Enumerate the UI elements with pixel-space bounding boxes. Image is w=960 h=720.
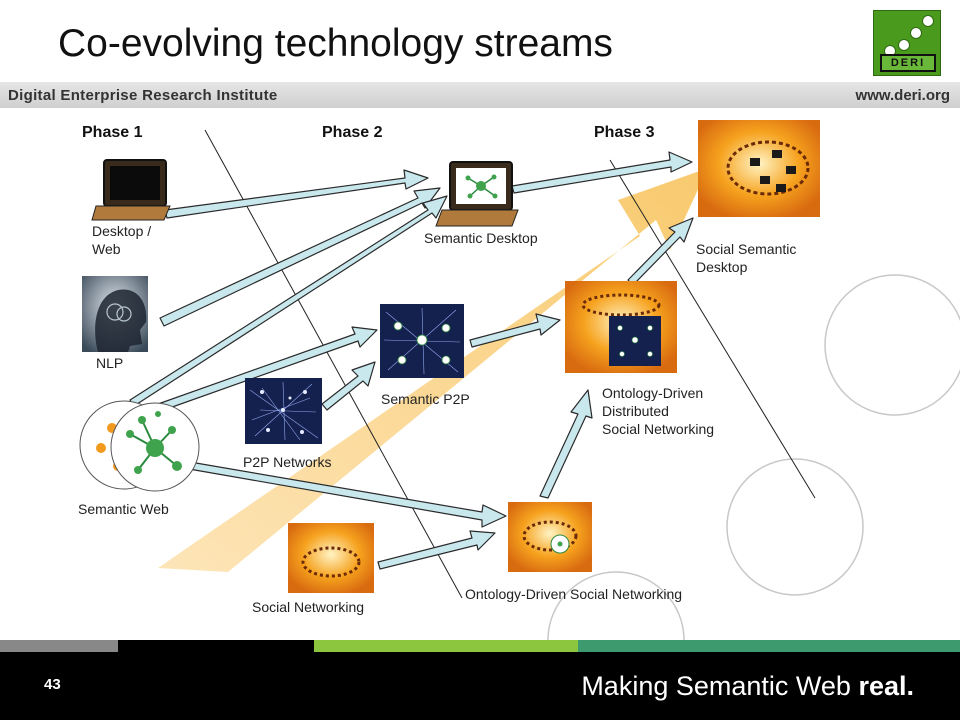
p2p-networks-label: P2P Networks [243,454,332,470]
header-bar [0,82,960,108]
social-networking-label: Social Networking [252,599,365,615]
logo-text: DERI [880,54,936,72]
diagram-canvas [79,120,960,640]
arrow-semantic-web-to-semantic-desktop [129,195,448,407]
arrow-p2p-to-semantic-p2p [321,361,376,411]
logo-dot [910,27,922,39]
tagline-main: Making Semantic Web [581,671,851,701]
nlp-label: NLP [96,355,124,371]
footer-bar [0,640,960,720]
phase-1-label: Phase 1 [82,124,143,141]
nlp-head-image [82,276,148,352]
institute-name: Digital Enterprise Research Institute [8,87,278,104]
desktop-web-label: Desktop / Web [92,223,152,257]
decorative-circle [824,274,960,416]
arrow-desktop-to-semantic-desktop [164,169,429,219]
site-url[interactable]: www.deri.org [855,87,950,104]
arrow-ontology-social-to-distributed [539,389,593,499]
social-semantic-desktop-image [698,120,820,217]
arrow-social-to-ontology-social [377,530,496,570]
arrow-distributed-to-social-semantic [627,217,694,286]
arrow-semantic-web-to-p2p [157,326,378,412]
ontology-distributed-image [565,281,677,373]
footer-strip-gray [0,640,118,652]
ontology-social-networking-label: Ontology-Driven Social Networking [465,586,683,602]
arrow-semantic-desktop-to-social-semantic [511,151,693,194]
arrow-semantic-p2p-to-distributed [469,313,561,348]
slide-number: 43 [44,676,61,693]
footer-strip-black [118,640,314,652]
background-progress-arrow [158,168,708,572]
phase-3-label: Phase 3 [594,124,655,141]
arrow-nlp-to-semantic-desktop [159,187,441,327]
footer-strip-teal [578,640,960,652]
laptop-icon [91,159,171,221]
social-semantic-desktop-label: Social Semantic Desktop [696,241,797,275]
p2p-network-image [245,378,322,444]
decorative-circle [547,571,685,640]
semantic-web-graph-icon [79,400,200,492]
semantic-p2p-image [380,304,464,378]
logo-dot [922,15,934,27]
phase-2-label: Phase 2 [322,124,383,141]
tagline: Making Semantic Web real. [581,671,914,702]
phase-divider-line [204,129,463,599]
deri-logo: DERI [873,10,941,76]
arrow-semantic-web-to-ontology-social [188,461,507,528]
tagline-bold: real. [858,671,914,701]
social-networking-image [288,523,374,593]
page-title: Co-evolving technology streams [58,22,613,65]
semantic-web-label: Semantic Web [78,501,169,517]
semantic-desktop-icon [435,161,519,227]
footer-strip-green [314,640,578,652]
semantic-desktop-label: Semantic Desktop [424,230,538,246]
logo-dot [898,39,910,51]
semantic-p2p-label: Semantic P2P [381,391,470,407]
decorative-circle [726,458,864,596]
ontology-distributed-label: Ontology-Driven Distributed Social Netwo… [602,385,715,437]
ontology-social-networking-image [508,502,592,572]
phase-divider-line [609,159,816,499]
